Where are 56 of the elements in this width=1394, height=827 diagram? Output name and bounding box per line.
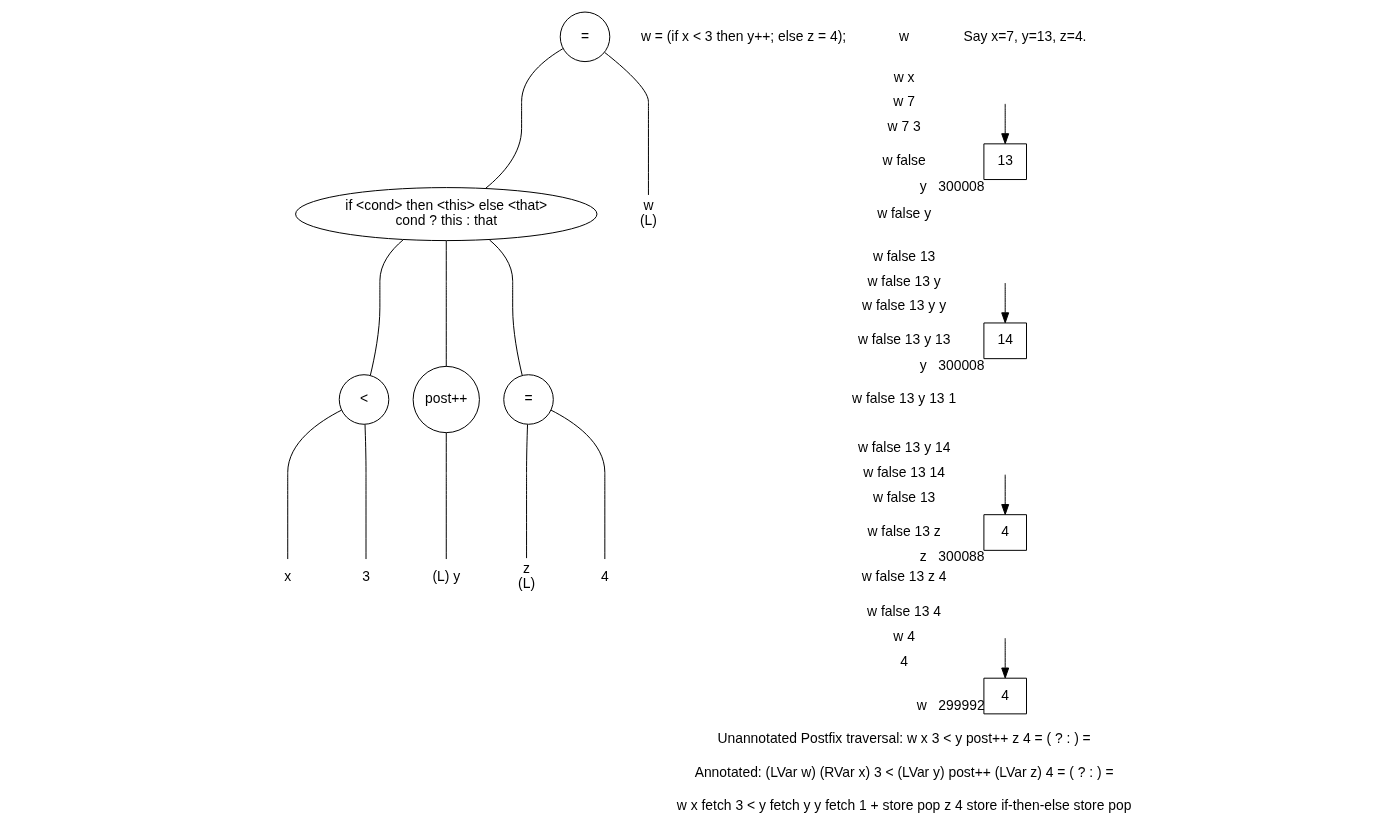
label: w false 13 y 13 1: [852, 390, 957, 407]
node-circle: =: [503, 374, 554, 425]
connector: [369, 239, 404, 376]
label: w false 13 y 13: [857, 331, 951, 348]
node-circle: <: [338, 374, 390, 425]
label: Annotated: (LVar w) (RVar x) 3 < (LVar y) post++ (LVar z) 4 = ( ? : ) =: [694, 763, 1114, 780]
node-box: 4: [983, 677, 1027, 715]
label: 4: [900, 652, 908, 669]
label: w false 13 14: [863, 464, 945, 481]
label: w false 13 z 4: [861, 567, 947, 584]
arrow: [1001, 103, 1010, 145]
node-label: z 300088: [919, 548, 985, 565]
label: w false 13 y: [867, 272, 941, 289]
node-text: 3: [362, 567, 370, 584]
label: w false 13: [872, 247, 936, 264]
node-box: 14: [983, 322, 1027, 360]
label: w false y: [877, 204, 932, 221]
node-text: 4: [600, 567, 609, 584]
connector: [445, 240, 447, 368]
arrow: [1001, 474, 1010, 515]
node-ellipse: if <cond> then <this> else <that> cond ? this : that: [295, 187, 598, 242]
connector: [604, 52, 649, 196]
label: w false 13 y 14: [857, 439, 951, 456]
label: w false 13: [872, 488, 936, 505]
label: w false: [882, 152, 926, 169]
node-circle: post++: [412, 365, 480, 434]
connector: [485, 48, 564, 189]
arrow: [1001, 637, 1010, 679]
label: w false 13 y y: [862, 297, 947, 314]
node-box: 4: [983, 514, 1027, 551]
label: Unannotated Postfix traversal: w x 3 < y post++ z 4 = ( ? : ) =: [717, 729, 1091, 746]
label: w x fetch 3 < y fetch y y fetch 1 + store pop z 4 store if-then-else store pop: [676, 797, 1132, 814]
arrow: [1001, 282, 1010, 324]
label: w false 13 z: [867, 523, 941, 540]
label: Say x=7, y=13, z=4.: [963, 27, 1087, 44]
label: w: [899, 27, 910, 44]
node-label: y 300008: [919, 177, 985, 194]
connector: [445, 432, 447, 560]
label: w x: [893, 68, 915, 85]
label: w 4: [893, 627, 915, 644]
label: w 7: [893, 93, 915, 110]
connector: [550, 409, 606, 560]
label: w = (if x < 3 then y++; else z = 4);: [640, 27, 847, 44]
node-text: (L) y: [432, 567, 461, 584]
label: w false 13 4: [867, 602, 942, 619]
node-text: z (L): [518, 560, 536, 592]
connector: [526, 424, 529, 559]
connector: [488, 239, 523, 376]
connector: [364, 424, 367, 560]
label: w 7 3: [887, 118, 921, 135]
node-text: x: [284, 567, 292, 584]
node-text: w (L): [639, 197, 657, 229]
node-circle: =: [559, 11, 611, 63]
node-box: 13: [983, 143, 1027, 181]
node-label: y 300008: [919, 356, 985, 373]
connector: [287, 409, 343, 560]
